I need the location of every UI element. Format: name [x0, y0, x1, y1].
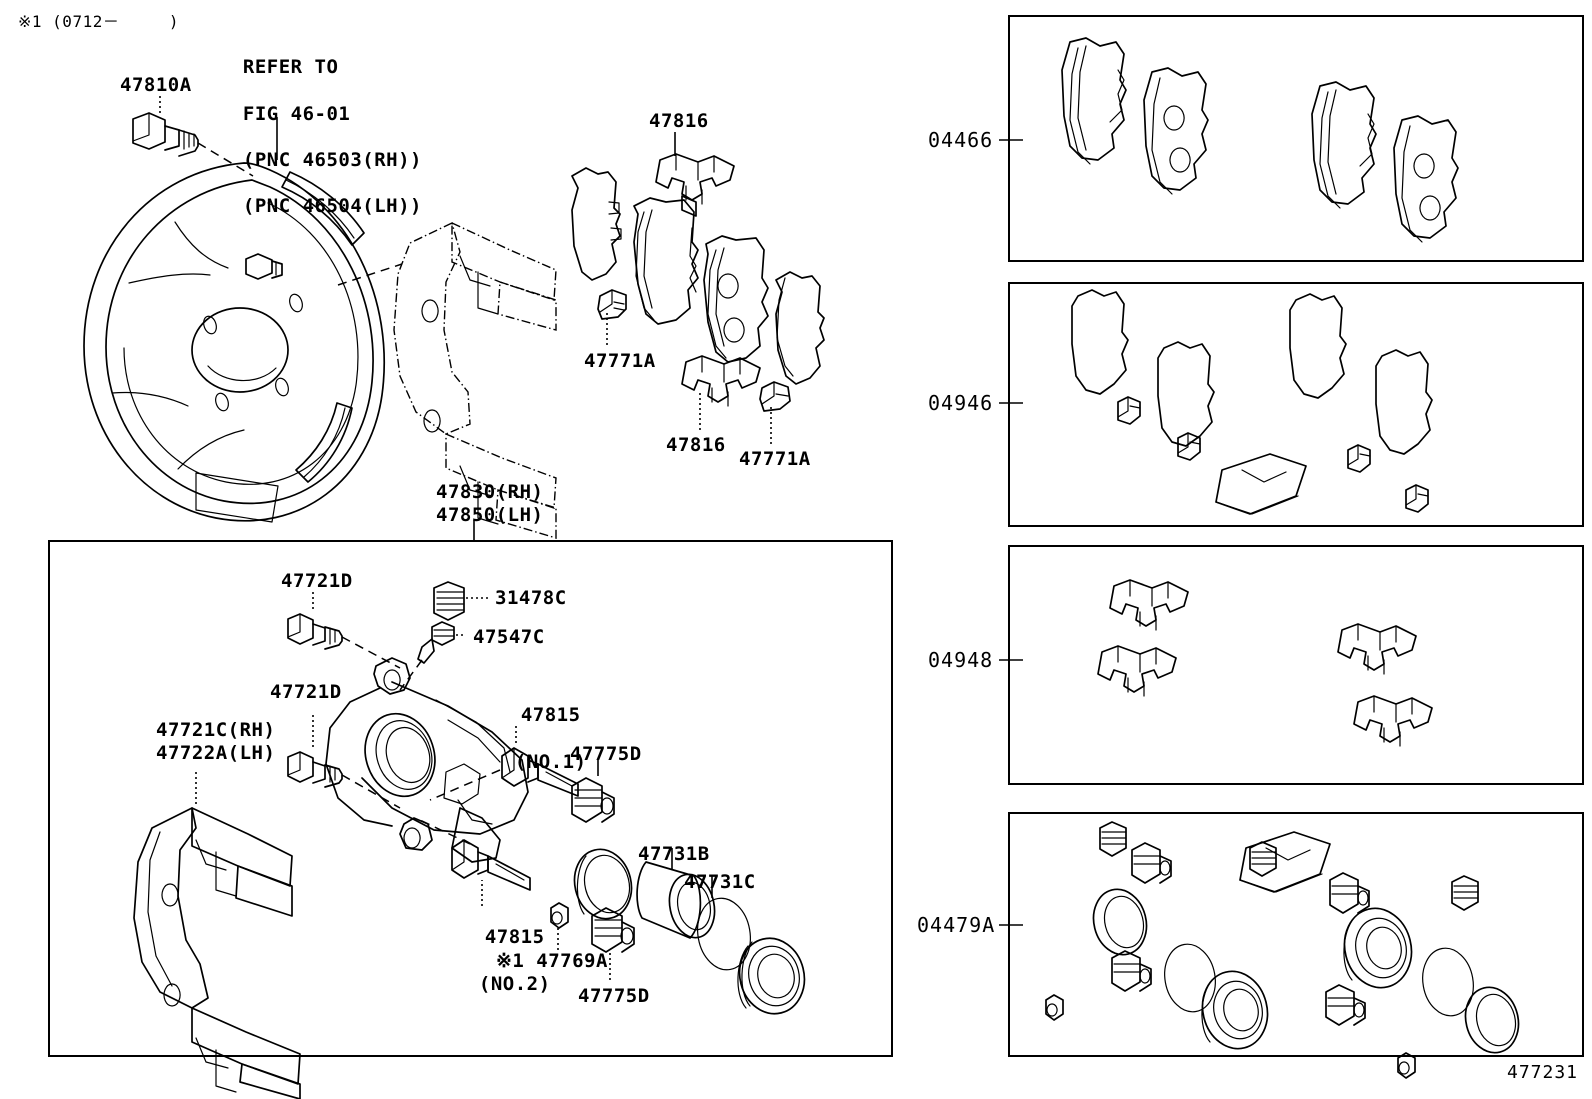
part-label-47731C: 47731C [684, 871, 756, 893]
refer-line-1: REFER TO [242, 56, 339, 79]
part-label-47830-47850: 47830(RH)47850(LH) [436, 481, 544, 527]
footnote-date-note: ※1 (0712－ ) [18, 12, 179, 31]
refer-to-note: REFER TO FIG 46-01 (PNC 46503(RH)) (PNC … [219, 33, 422, 218]
part-label-47721D-upper: 47721D [281, 570, 353, 592]
figure-id: 477231 [1507, 1062, 1579, 1083]
part-47810A-bolt [132, 96, 199, 157]
part-label-47547C: 47547C [473, 626, 545, 648]
part-label-47775D-upper: 47775D [570, 743, 642, 765]
part-label-47816-bottom: 47816 [666, 434, 726, 456]
refer-line-2: FIG 46-01 [242, 102, 351, 125]
refer-line-3: (PNC 46503(RH)) [242, 148, 422, 171]
kit-label-04466: 04466 [928, 128, 994, 152]
part-label-47731B: 47731B [638, 843, 710, 865]
part-label-47810A: 47810A [120, 74, 192, 96]
part-label-47721C-47722A: 47721C(RH)47722A(LH) [156, 719, 276, 765]
part-label-47815-no1: 47815 (NO.1) [491, 681, 587, 774]
kit-panel-04466 [1008, 15, 1584, 262]
part-label-47816-top: 47816 [649, 110, 709, 132]
part-label-47815-no1-code: 47815 [520, 704, 581, 727]
kit-panel-04948 [1008, 545, 1584, 785]
refer-line-4: (PNC 46504(LH)) [242, 195, 422, 218]
part-label-31478C: 31478C [495, 587, 567, 609]
part-label-47815-no2: 47815 (NO.2) [455, 903, 551, 996]
kit-panel-04479A [1008, 812, 1584, 1057]
kit-label-04946: 04946 [928, 391, 994, 415]
part-label-47771A-right: 47771A [739, 448, 811, 470]
kit-panel-04946 [1008, 282, 1584, 527]
part-label-47769A: ※1 47769A [496, 950, 608, 972]
kit-label-04479A: 04479A [917, 913, 996, 937]
part-label-47771A-left: 47771A [584, 350, 656, 372]
part-label-47815-no2-sub: (NO.2) [478, 972, 551, 995]
part-label-47815-no2-code: 47815 [484, 926, 545, 949]
part-label-47815-no1-sub: (NO.1) [514, 750, 587, 773]
part-label-47721D-lower: 47721D [270, 681, 342, 703]
kit-label-04948: 04948 [928, 648, 994, 672]
part-label-47775D-lower: 47775D [578, 985, 650, 1007]
caliper-assembly-box [48, 540, 893, 1057]
